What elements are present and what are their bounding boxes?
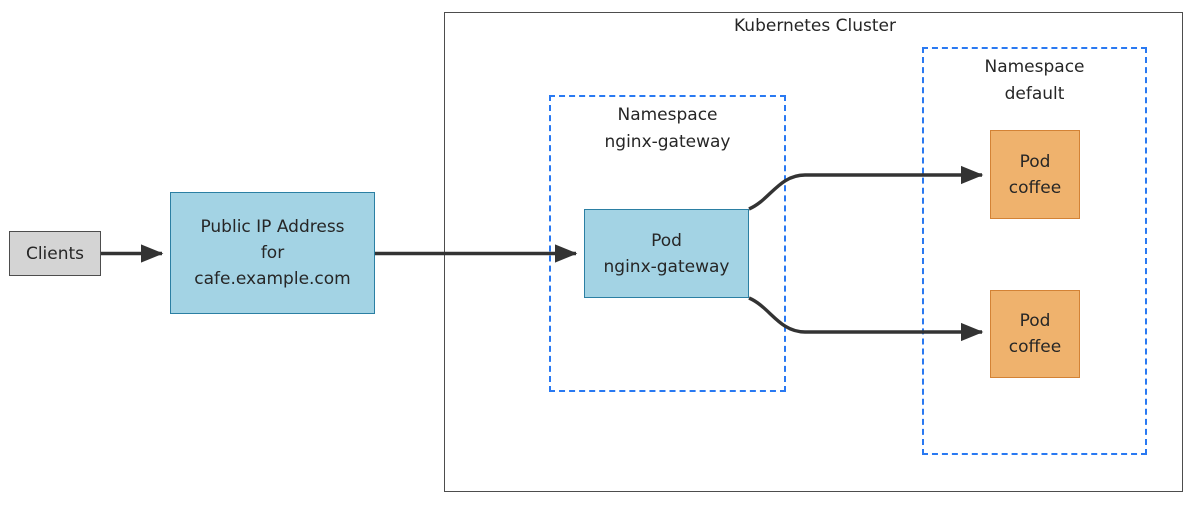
- node-pod-coffee-bottom[interactable]: Pod coffee: [990, 290, 1080, 378]
- kubernetes-cluster-label: Kubernetes Cluster: [734, 16, 896, 36]
- namespace-nginx-gateway-boundary: [549, 95, 786, 392]
- node-pod-coffee-top[interactable]: Pod coffee: [990, 130, 1080, 219]
- namespace-nginx-gateway-label: Namespace nginx-gateway: [604, 105, 731, 152]
- namespace-default-label: Namespace default: [984, 57, 1085, 104]
- node-pod-nginx-gateway[interactable]: Pod nginx-gateway: [584, 209, 749, 298]
- node-public-ip-address[interactable]: Public IP Address for cafe.example.com: [170, 192, 375, 314]
- node-clients[interactable]: Clients: [9, 231, 101, 276]
- namespace-default-boundary: [922, 47, 1147, 455]
